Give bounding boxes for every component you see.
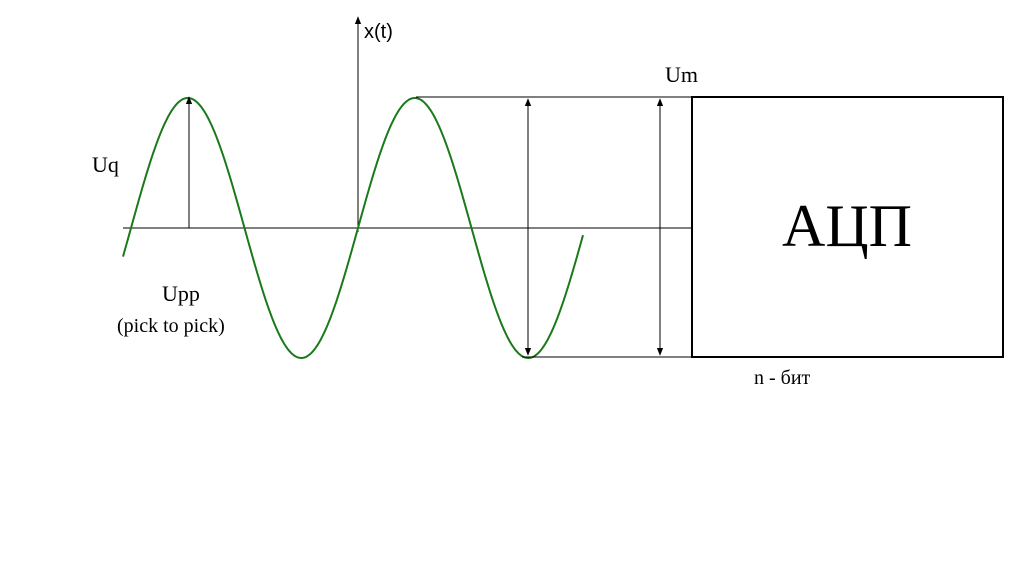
value-axis-label: x(t): [364, 21, 393, 43]
um-label: Um: [665, 62, 698, 87]
upp-note: (pick to pick): [117, 315, 225, 337]
uq-label: Uq: [92, 152, 119, 177]
adc-label: АЦП: [782, 193, 912, 259]
upp-label: Upp: [162, 281, 200, 306]
adc-box: [691, 96, 1004, 358]
bits-label: n - бит: [754, 367, 811, 389]
sine-wave: [122, 97, 584, 359]
